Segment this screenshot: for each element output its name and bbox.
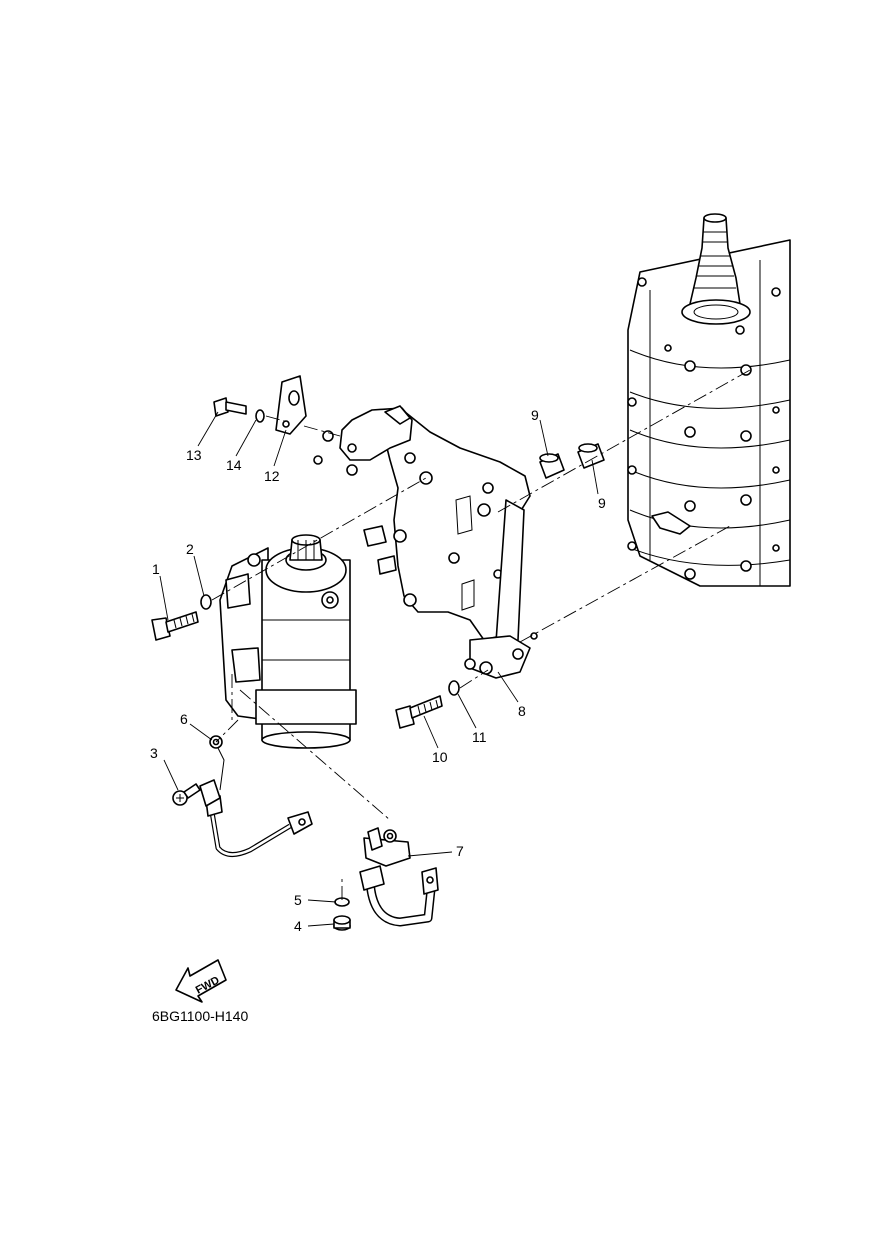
callout-9a: 9 <box>531 407 539 423</box>
electrical-bracket <box>313 405 538 679</box>
leader-lines <box>159 411 599 927</box>
callout-12: 12 <box>264 468 280 484</box>
washer-2 <box>200 594 212 610</box>
ground-lead <box>199 735 313 857</box>
callout-10: 10 <box>432 749 448 765</box>
callout-9b: 9 <box>598 495 606 511</box>
callout-13: 13 <box>186 447 202 463</box>
callout-2: 2 <box>186 541 194 557</box>
bolt-13 <box>213 397 247 417</box>
positive-lead <box>359 827 439 927</box>
nut-4 <box>333 915 351 931</box>
engine-block <box>627 213 791 587</box>
callout-1: 1 <box>152 561 160 577</box>
callout-14: 14 <box>226 457 242 473</box>
callouts: 1 2 3 4 5 6 7 8 9 9 10 11 12 13 14 <box>150 407 606 934</box>
washer-14 <box>255 409 265 423</box>
plate-12 <box>275 375 307 435</box>
bolt-1 <box>151 611 199 641</box>
callout-4: 4 <box>294 918 302 934</box>
diagram-code: 6BG1100-H140 <box>152 1008 249 1024</box>
starter-motor <box>219 534 357 749</box>
callout-5: 5 <box>294 892 302 908</box>
callout-11: 11 <box>472 729 487 745</box>
washer-11 <box>448 680 460 696</box>
callout-3: 3 <box>150 745 158 761</box>
bolt-10 <box>395 695 443 729</box>
callout-8: 8 <box>518 703 526 719</box>
assembly-lines <box>211 369 751 900</box>
callout-6: 6 <box>180 711 188 727</box>
screw-3 <box>172 783 201 806</box>
fwd-arrow-icon: FWD <box>175 959 227 1003</box>
callout-7: 7 <box>456 843 464 859</box>
collar-9 <box>539 443 605 479</box>
